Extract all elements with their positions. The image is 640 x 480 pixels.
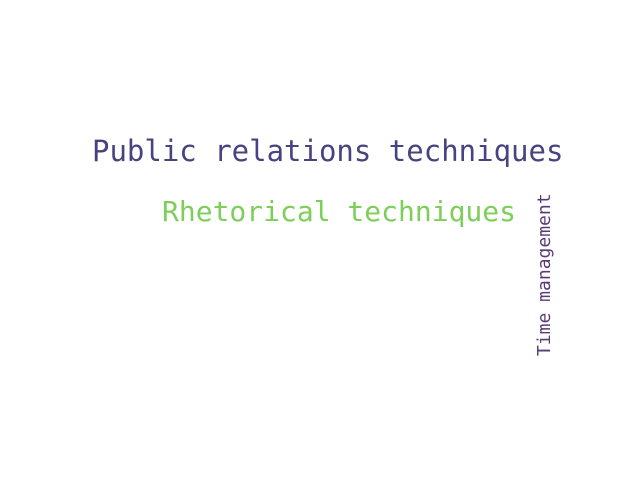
word-public-relations-techniques: Public relations techniques [92,134,564,168]
word-time-management: Time management [534,193,555,356]
word-rhetorical-techniques: Rhetorical techniques [162,195,517,228]
